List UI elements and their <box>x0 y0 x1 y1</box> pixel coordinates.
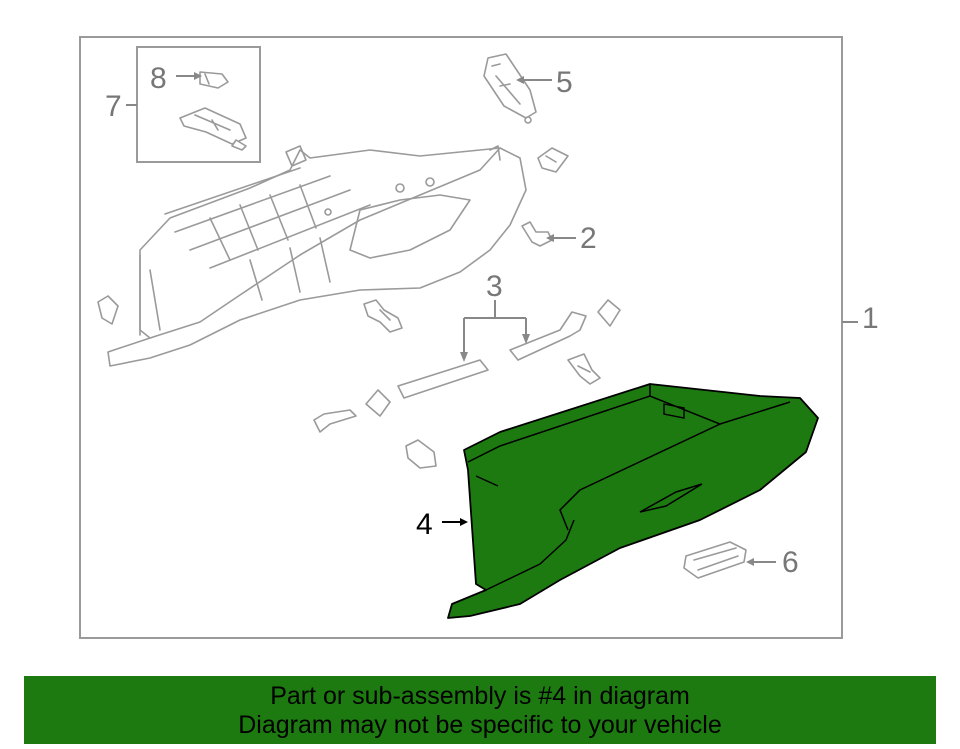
banner-line-1: Part or sub-assembly is #4 in diagram <box>270 682 690 710</box>
clip-part-center <box>365 389 391 417</box>
diagram-frame <box>79 36 843 639</box>
banner-line-2: Diagram may not be specific to your vehi… <box>238 711 722 739</box>
bolt-part <box>363 299 403 333</box>
callout-1: 1 <box>862 302 879 335</box>
push-pin-part-2 <box>521 221 553 247</box>
glove-box-door-part-4 <box>447 383 819 619</box>
pin-part <box>313 409 357 433</box>
callout-7: 7 <box>105 90 122 123</box>
bulb-part-8 <box>199 71 229 89</box>
handle-part-6 <box>683 541 747 579</box>
push-fastener-part <box>567 353 601 385</box>
glove-box-housing-part-1 <box>107 145 527 367</box>
parts-diagram: 1 2 3 4 5 6 7 8 <box>79 36 879 639</box>
callout-3: 3 <box>486 270 503 303</box>
lamp-socket-part-7 <box>179 107 247 151</box>
latch-part-5 <box>483 53 537 124</box>
part-notice-banner: Part or sub-assembly is #4 in diagram Di… <box>24 676 936 744</box>
damper-rod-part-3 <box>397 300 587 399</box>
bumper-part <box>405 439 437 469</box>
callout-2: 2 <box>580 222 597 255</box>
clip-part-left <box>97 295 119 325</box>
callout-8: 8 <box>150 62 167 95</box>
callout-5: 5 <box>556 66 573 99</box>
callout-6: 6 <box>782 546 799 579</box>
clip-part <box>537 147 569 173</box>
clip-part-right <box>597 299 621 327</box>
callout-4: 4 <box>416 508 433 541</box>
